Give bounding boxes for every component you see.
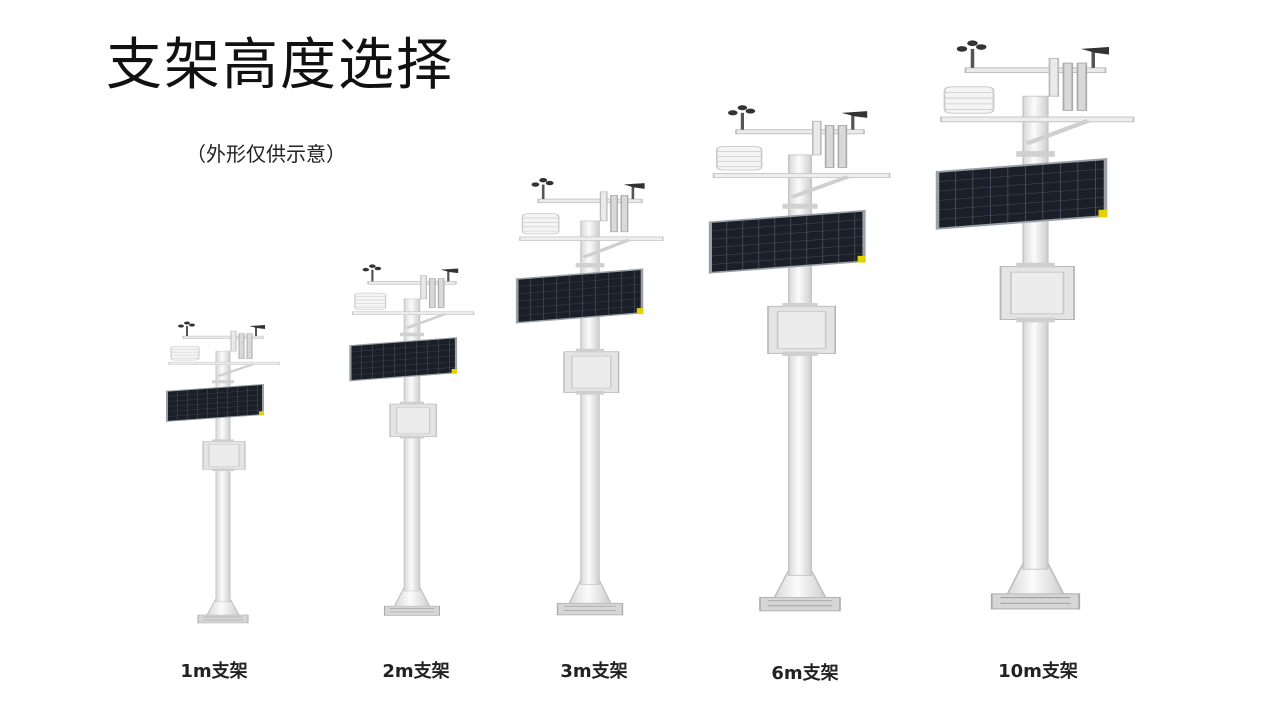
caption-6m: 6m支架 xyxy=(771,663,839,684)
page-title: 支架高度选择 xyxy=(106,33,454,98)
caption-10m: 10m支架 xyxy=(998,661,1078,682)
weather-station-2m xyxy=(357,258,467,626)
weather-station-1m xyxy=(165,319,281,625)
weather-station-3m xyxy=(525,170,655,628)
weather-station-6m xyxy=(720,96,880,626)
page-subtitle: （外形仅供示意） xyxy=(186,142,346,166)
caption-1m: 1m支架 xyxy=(180,661,248,682)
caption-3m: 3m支架 xyxy=(560,661,628,682)
weather-station-10m xyxy=(948,30,1123,626)
caption-2m: 2m支架 xyxy=(382,661,450,682)
